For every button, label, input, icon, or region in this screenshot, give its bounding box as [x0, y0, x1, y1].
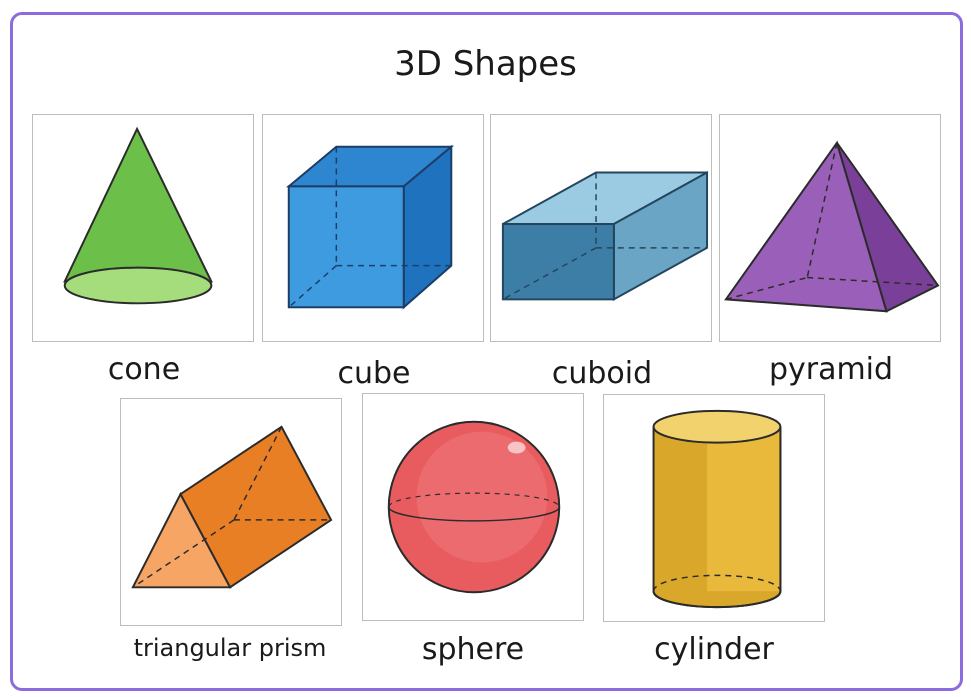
card-pyramid: [719, 114, 941, 342]
label-sphere: sphere: [421, 632, 525, 667]
page-title: 3D Shapes: [394, 44, 577, 84]
card-sphere: [362, 393, 584, 621]
card-triangular-prism: [120, 398, 342, 626]
card-cylinder: [603, 394, 825, 622]
label-cube: cube: [337, 356, 411, 391]
card-cube: [262, 114, 484, 342]
label-cuboid: cuboid: [551, 356, 653, 391]
sphere-icon: [387, 420, 561, 594]
label-triangular-prism: triangular prism: [133, 634, 327, 662]
cone-icon: [63, 126, 213, 305]
label-cylinder: cylinder: [654, 632, 774, 667]
card-cone: [32, 114, 254, 342]
label-cone: cone: [107, 352, 181, 387]
cylinder-icon: [652, 409, 782, 609]
label-pyramid: pyramid: [768, 352, 894, 387]
cuboid-icon: [501, 170, 709, 302]
card-cuboid: [490, 114, 712, 342]
pyramid-icon: [724, 140, 940, 313]
cube-icon: [286, 144, 455, 310]
triangular-prism-icon: [131, 425, 333, 589]
